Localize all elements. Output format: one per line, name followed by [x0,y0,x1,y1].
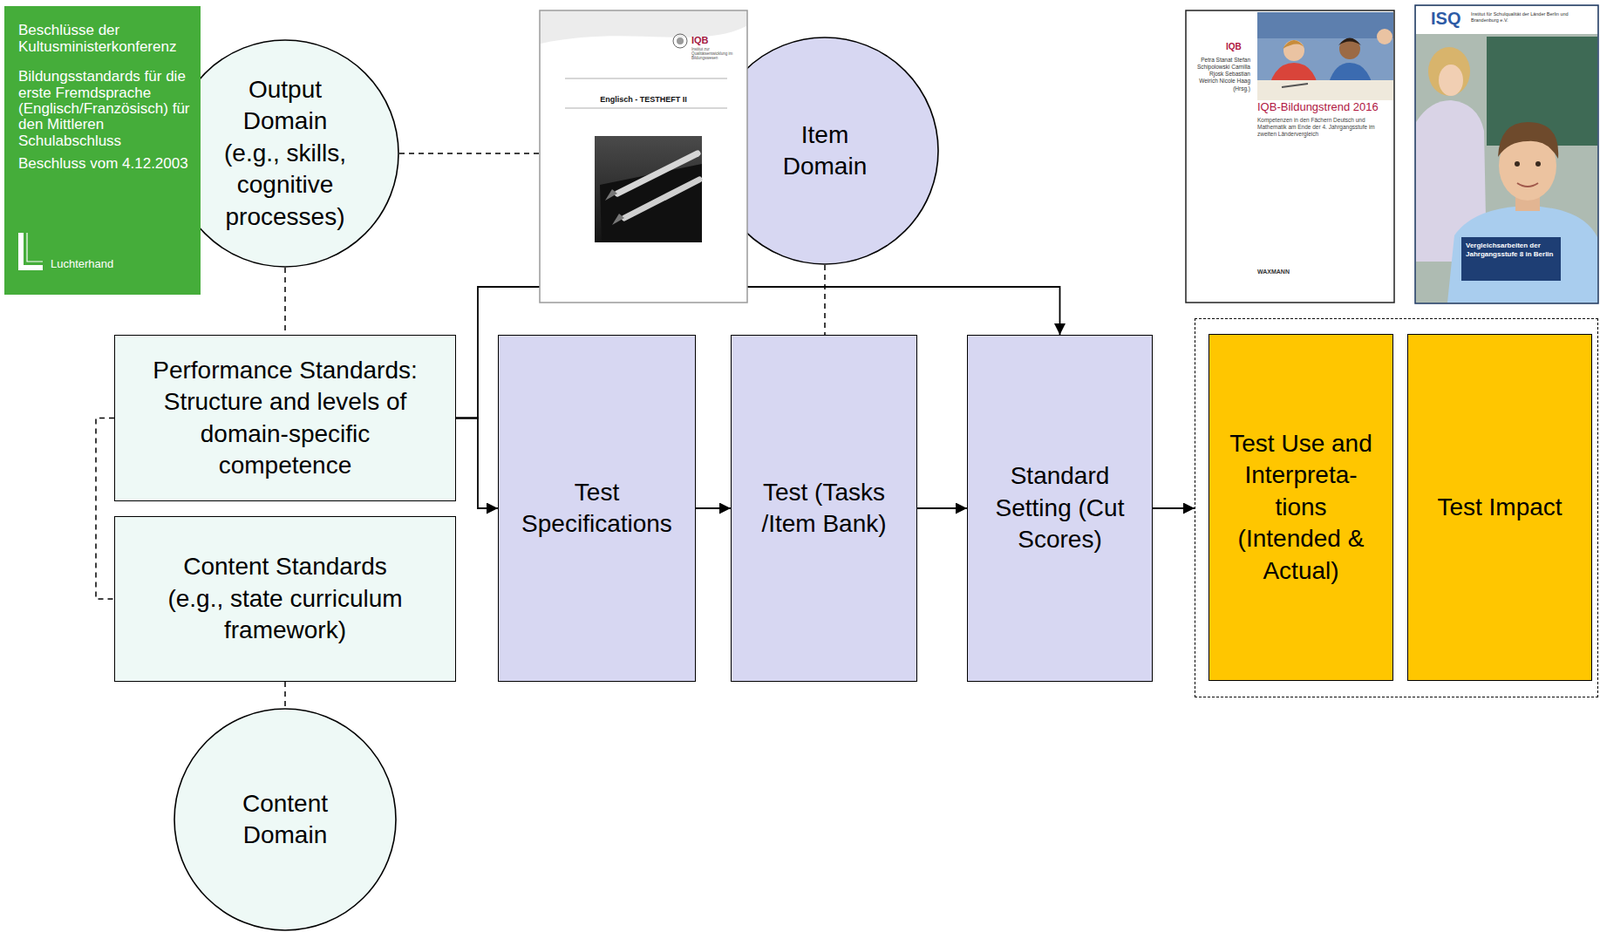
seal-icon [673,34,688,48]
child-figure [1282,40,1306,49]
flow-arrow [917,507,967,510]
node-text: Petra Stanat Stefan Schipolowski Camilla… [1192,56,1251,93]
node-text: ISQ [1430,8,1471,28]
report-cover: ISQInstitut für Schulqualität der Länder… [1415,5,1599,304]
pencil [1281,83,1308,88]
node-text: Test Use and Interpreta- tions (Intended… [1225,428,1378,587]
child-figure [1339,38,1361,60]
node-text: Bildungsstandards für die erste Fremdspr… [18,68,198,150]
dashed-link [399,152,540,155]
node-text: IQB [1225,41,1253,53]
publisher-logo [27,232,43,262]
node-text: Beschluss vom 4.12.2003 [18,156,198,173]
seal-icon [676,37,684,45]
node-text: Item Domain [772,119,878,184]
book-cover [1185,10,1395,303]
child-figure [1338,38,1362,47]
dashed-link [284,681,286,709]
desk [1257,80,1394,101]
child-figure [1283,40,1305,62]
flow-arrow [695,507,731,510]
standards-box: Performance Standards: Structure and lev… [114,334,457,502]
pencil [624,179,700,218]
node-text: Luchterhand [50,258,156,271]
node-text: Beschlüsse der Kultusministerkonferenz [18,22,198,55]
node-text: WAXMANN [1257,268,1345,276]
node-text: Institut zur Qualitätsentwicklung im Bil… [691,47,741,62]
outcome-box: Test Use and Interpreta- tions (Intended… [1208,333,1394,681]
cover-header [1416,6,1598,35]
student-figure [1517,183,1539,187]
circle-shape [174,708,396,931]
student-figure [1535,161,1541,167]
classroom-photo [1257,12,1394,101]
student-figure [1514,161,1520,167]
node-text: Englisch - TESTHEFT II [539,95,748,105]
student-figure [1447,205,1598,303]
node-text: Output Domain (e.g., skills, cognitive p… [219,74,351,233]
domain-circle: Content Domain [173,708,397,932]
node-text: Institut für Schulqualität der Länder Be… [1470,11,1594,23]
booklet-header-wave [540,11,747,44]
teacher-figure [1438,64,1464,96]
dashed-link [284,267,286,335]
circle-shape [711,37,939,265]
process-box: Standard Setting (Cut Scores) [966,334,1153,682]
circle-outline [173,708,397,932]
node-text: IQB [691,34,727,47]
report-cover: IQB Petra Stanat Stefan Schipolowski Cami… [1185,10,1395,303]
standards-box: Content Standards (e.g., state curriculu… [114,516,457,682]
process-box: Test Specifications [497,334,696,682]
dashed-link [95,418,115,600]
dashed-link [823,265,826,335]
node-text: Test (Tasks /Item Bank) [754,476,894,541]
rule-line [565,78,728,80]
node-text: Vergleichsarbeiten der Jahrgangsstufe 8 … [1465,241,1557,259]
node-text: Standard Setting (Cut Scores) [990,460,1131,556]
flow-arrow [1152,507,1195,510]
pencil-tip [605,189,618,201]
publisher-logo [18,232,43,271]
book-cover [1415,5,1599,304]
child-figure [1376,28,1393,45]
rule-line [565,108,728,109]
circle-shape [171,40,399,267]
node-text: Test Impact [1436,491,1562,524]
node-text: Content Standards (e.g., state curriculu… [158,551,412,647]
booklet-cover [539,10,748,303]
node-text: IQB-Bildungstrend 2016 [1257,101,1393,114]
pencil-photo [594,136,702,243]
node-text: Content Domain [219,788,351,852]
title-panel [1461,237,1561,281]
pencil-tip [612,213,625,225]
process-box: Test (Tasks /Item Bank) [730,334,918,682]
node-text: Test Specifications [514,476,681,541]
node-text: Kompetenzen in den Fächern Deutsch und M… [1257,116,1389,138]
document-cover: Beschlüsse der KultusministerkonferenzBi… [4,6,201,295]
flow-arrow [456,418,498,510]
outcome-box: Test Impact [1407,333,1593,681]
dashed-group: Test Use and Interpreta- tions (Intended… [1194,318,1599,698]
book-cover [4,6,201,295]
teacher-figure [1428,47,1471,96]
student-figure [1497,122,1559,159]
test-booklet: IQBInstitut zur Qualitätsentwicklung im … [539,10,748,303]
classroom-photo [1257,12,1394,39]
node-text: Performance Standards: Structure and lev… [145,354,425,483]
domain-circle: Output Domain (e.g., skills, cognitive p… [170,39,400,268]
